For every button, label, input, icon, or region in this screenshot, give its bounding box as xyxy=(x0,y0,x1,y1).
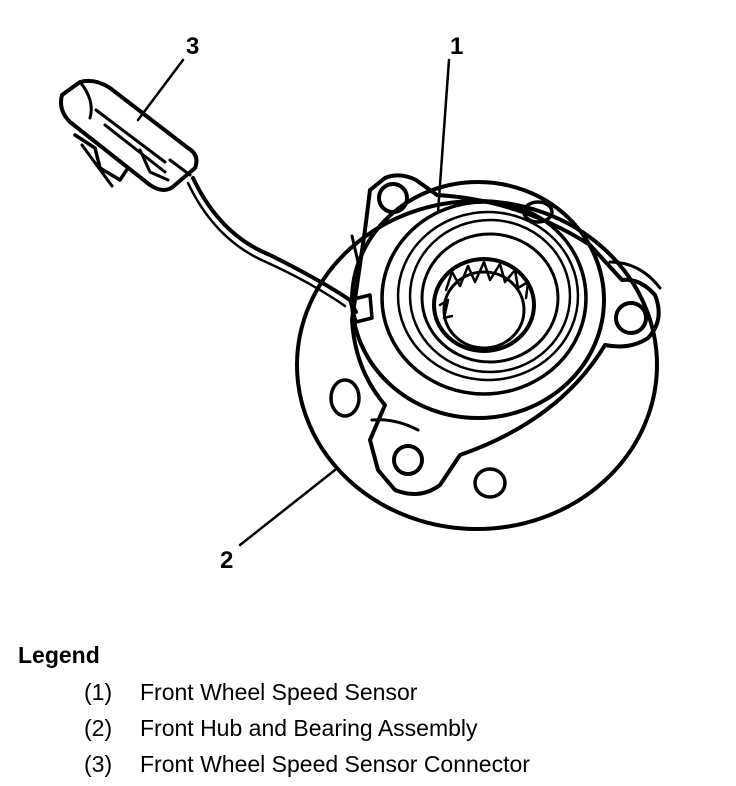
leader-line-1 xyxy=(436,58,451,214)
hub-sensor-diagram: 1 2 3 xyxy=(59,33,662,574)
sensor-connector xyxy=(59,78,199,192)
ear-hole xyxy=(392,444,424,476)
legend-item-number: (3) xyxy=(84,751,113,777)
ear-hole xyxy=(377,182,409,214)
legend-item-text: Front Wheel Speed Sensor xyxy=(140,679,418,705)
flange-bolt-hole xyxy=(473,467,507,499)
bearing-housing xyxy=(350,180,606,420)
callout-2: 2 xyxy=(220,547,233,574)
legend-item-text: Front Wheel Speed Sensor Connector xyxy=(140,751,530,777)
callout-1: 1 xyxy=(450,33,463,60)
legend-item-text: Front Hub and Bearing Assembly xyxy=(140,715,478,741)
callout-3: 3 xyxy=(186,33,199,60)
hub-flange xyxy=(295,199,659,531)
legend-item-number: (1) xyxy=(84,679,113,705)
legend-item-number: (2) xyxy=(84,715,113,741)
legend-item: (3) Front Wheel Speed Sensor Connector xyxy=(18,746,718,782)
bearing-mount-flange xyxy=(350,173,662,496)
legend-title: Legend xyxy=(18,642,100,668)
sensor-cable xyxy=(186,176,374,324)
splined-bore xyxy=(432,257,536,353)
ear-hole xyxy=(614,301,648,335)
legend: Legend (1) Front Wheel Speed Sensor (2) … xyxy=(18,640,718,782)
flange-bolt-hole xyxy=(329,378,361,418)
legend-item: (1) Front Wheel Speed Sensor xyxy=(18,674,718,710)
leader-line-2 xyxy=(238,468,337,547)
leader-line-3 xyxy=(136,58,185,122)
legend-item: (2) Front Hub and Bearing Assembly xyxy=(18,710,718,746)
